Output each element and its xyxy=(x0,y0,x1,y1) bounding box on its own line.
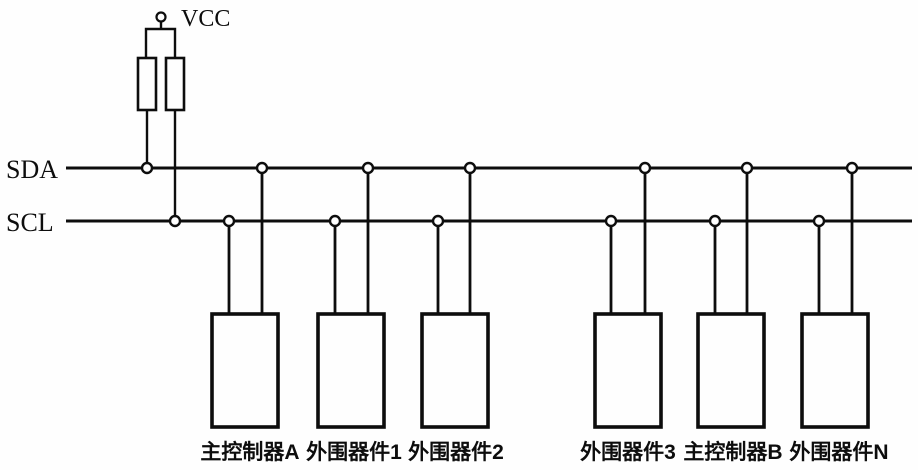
device-main-controller-b: 主控制器B xyxy=(683,161,783,464)
device-box xyxy=(593,312,663,429)
scl-junction-dot xyxy=(604,214,618,228)
pullup-network: VCC xyxy=(136,6,230,228)
device-peripheral-1: 外围器件1 xyxy=(306,161,402,464)
device-label: 主控制器A xyxy=(200,440,299,464)
vcc-branch-wire xyxy=(144,27,177,58)
device-label: 外围器件1 xyxy=(306,440,402,464)
device-peripheral-2: 外围器件2 xyxy=(408,161,504,464)
device-box xyxy=(800,312,870,429)
scl-junction-dot xyxy=(431,214,445,228)
scl-junction-dot xyxy=(812,214,826,228)
scl-junction-dot xyxy=(328,214,342,228)
sda-junction-dot xyxy=(845,161,859,175)
sda-junction-dot xyxy=(463,161,477,175)
sda-junction-dot xyxy=(638,161,652,175)
sda-junction-dot xyxy=(361,161,375,175)
device-label: 外围器件N xyxy=(789,440,888,464)
resistor-scl-junction-dot xyxy=(168,214,182,228)
device-label: 外围器件3 xyxy=(580,440,676,464)
device-peripheral-n: 外围器件N xyxy=(789,161,889,464)
device-main-controller-a: 主控制器A xyxy=(200,161,300,464)
sda-label: SDA xyxy=(6,155,58,184)
resistor-sda-junction-dot xyxy=(140,161,154,175)
device-box xyxy=(696,312,766,429)
scl-junction-dot xyxy=(222,214,236,228)
pullup-resistor-scl xyxy=(164,56,186,112)
sda-junction-dot xyxy=(255,161,269,175)
vcc-label: VCC xyxy=(181,6,230,32)
sda-junction-dot xyxy=(740,161,754,175)
vcc-terminal-dot xyxy=(155,11,167,23)
scl-junction-dot xyxy=(708,214,722,228)
device-label: 主控制器B xyxy=(683,440,782,464)
device-label: 外围器件2 xyxy=(408,440,504,464)
scl-label: SCL xyxy=(6,208,54,237)
pullup-resistor-sda xyxy=(136,56,158,112)
device-box xyxy=(420,312,490,429)
device-peripheral-3: 外围器件3 xyxy=(580,161,676,464)
device-box xyxy=(316,312,386,429)
device-box xyxy=(210,312,280,429)
